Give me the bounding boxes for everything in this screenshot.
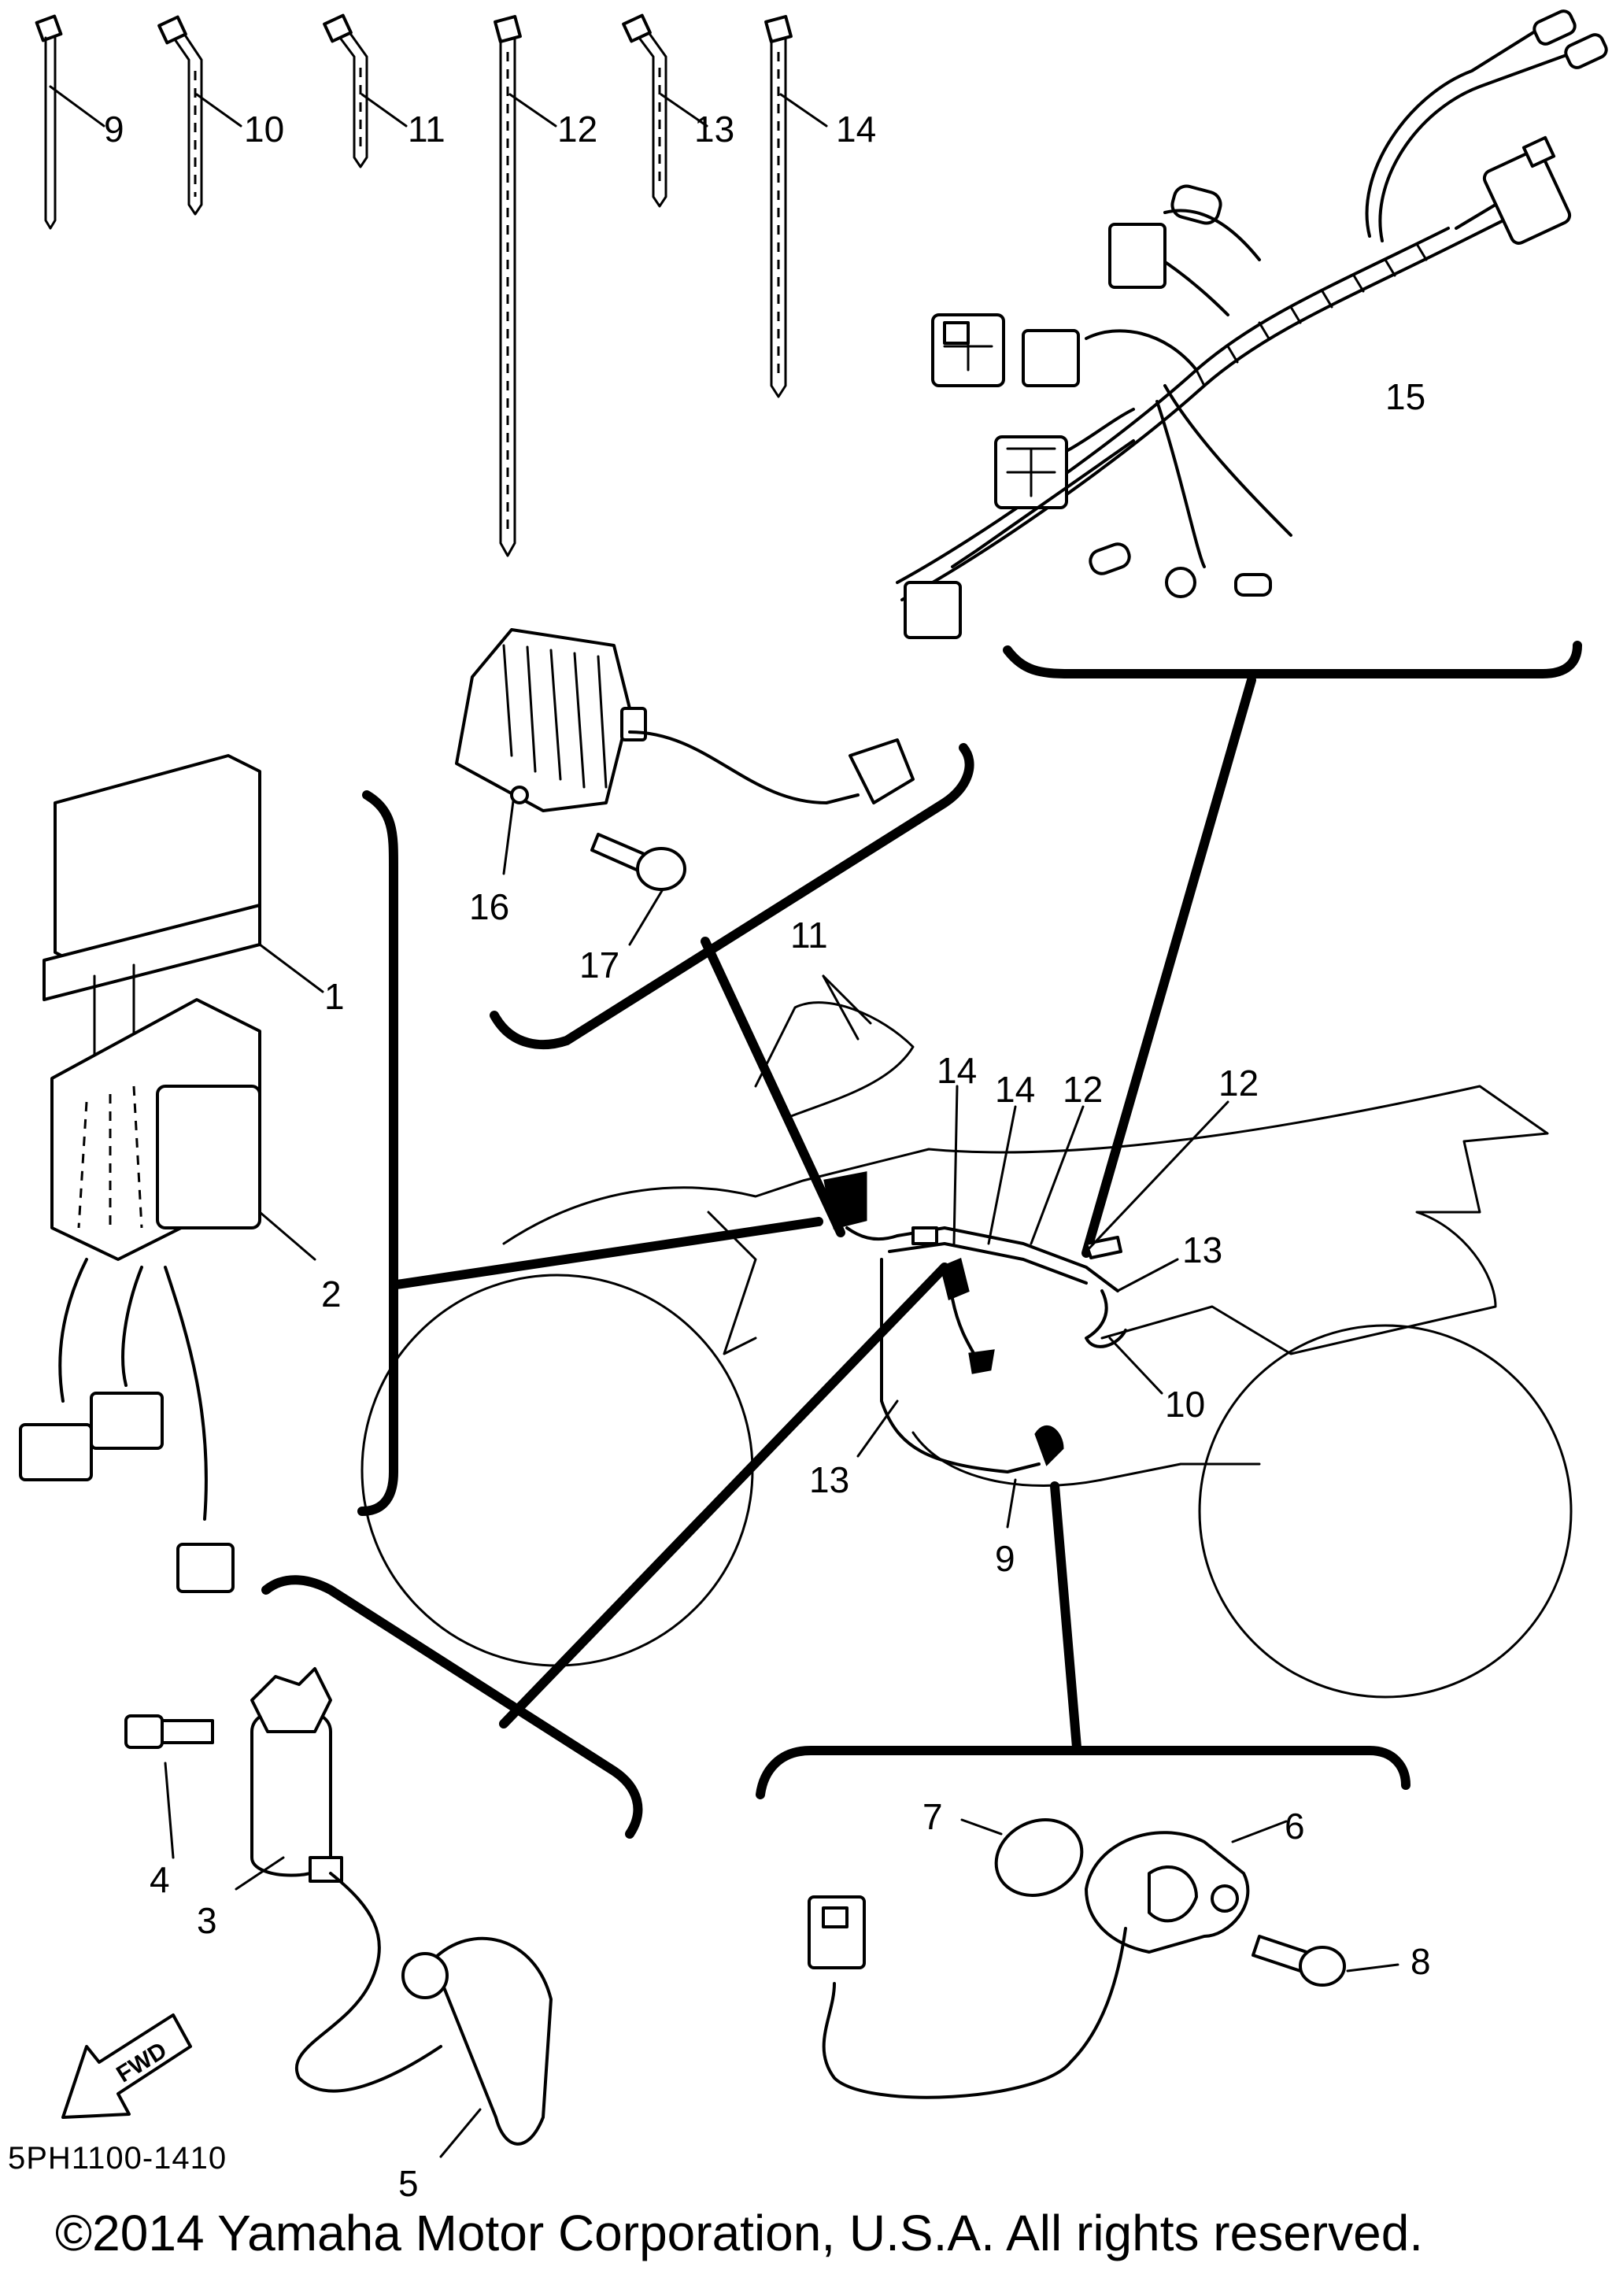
callout-4: 4	[150, 1859, 170, 1900]
switch-bracket	[756, 1746, 1410, 1799]
harness-bracket	[1003, 641, 1582, 678]
callout-17: 17	[579, 945, 619, 985]
callout-16: 16	[469, 886, 509, 927]
callout-8: 8	[1410, 1941, 1431, 1982]
callout-bike-9: 9	[995, 1538, 1015, 1579]
cdi-cable-b	[121, 1266, 143, 1387]
callout-bike-12a: 12	[1063, 1069, 1103, 1110]
cable-tie-14	[764, 15, 828, 398]
callout-bike-11: 11	[790, 915, 828, 956]
switch-leader-line	[1050, 1481, 1081, 1752]
cdi-unit-1	[43, 754, 261, 1056]
coil-bracket	[261, 1575, 643, 1839]
cdi-case-2	[50, 998, 261, 1261]
cdi-bracket	[357, 790, 398, 1516]
cable-tie-11	[323, 13, 408, 168]
cdi-connector-c	[176, 1543, 235, 1593]
callout-bike-14b: 14	[995, 1069, 1035, 1110]
cdi-connector-a	[19, 1423, 93, 1481]
cdi-connector-b	[90, 1392, 164, 1450]
fwd-arrow-icon: FWD	[61, 2013, 192, 2119]
motorcycle-outline	[360, 1001, 1573, 1699]
cable-tie-12	[494, 15, 557, 557]
callout-2: 2	[321, 1274, 342, 1314]
cable-tie-9	[35, 14, 105, 230]
callout-3: 3	[197, 1900, 217, 1941]
callout-13: 13	[694, 109, 734, 150]
drawing-code: 5PH1100-1410	[8, 2141, 227, 2176]
callout-1: 1	[324, 976, 345, 1017]
bolt-4	[124, 1714, 214, 1749]
callout-bike-14a: 14	[937, 1050, 977, 1091]
cdi-cable-a	[58, 1258, 88, 1403]
callout-5: 5	[398, 2163, 419, 2204]
callout-bike-13b: 13	[809, 1459, 849, 1500]
bike-wiring	[823, 1171, 1127, 1473]
cdi-cable-c	[164, 1266, 208, 1521]
callout-10: 10	[244, 109, 284, 150]
regulator-bracket	[490, 743, 974, 1049]
bike-callout-leaders	[822, 974, 1229, 1529]
callout-6: 6	[1285, 1806, 1305, 1847]
callout-7: 7	[922, 1796, 943, 1837]
o-ring-7	[994, 1818, 1084, 1897]
harness-leader-line	[1081, 675, 1256, 1258]
callout-bike-13a: 13	[1182, 1229, 1222, 1270]
wire-harness-15	[896, 9, 1608, 639]
copyright-notice: ©2014 Yamaha Motor Corporation, U.S.A. A…	[55, 2205, 1424, 2261]
callout-15: 15	[1385, 376, 1425, 417]
cdi-leader-line	[392, 1217, 823, 1289]
callout-11: 11	[408, 109, 446, 150]
callout-9: 9	[104, 109, 124, 150]
bolt-8	[1252, 1935, 1346, 1987]
regulator-leader-line	[701, 937, 845, 1237]
cable-tie-10	[157, 15, 242, 216]
bolt-17	[590, 833, 686, 891]
callout-bike-10: 10	[1165, 1384, 1205, 1425]
spark-plug-cap-5	[401, 1936, 553, 2146]
rectifier-regulator-16	[455, 628, 915, 812]
coil-leader-line	[499, 1263, 949, 1728]
callout-12: 12	[557, 109, 597, 150]
callout-14: 14	[836, 109, 876, 150]
ignition-coil-3	[250, 1667, 442, 2093]
cable-tie-13	[622, 13, 708, 208]
neutral-switch-6	[808, 1831, 1250, 2099]
callout-bike-12b: 12	[1218, 1063, 1259, 1104]
